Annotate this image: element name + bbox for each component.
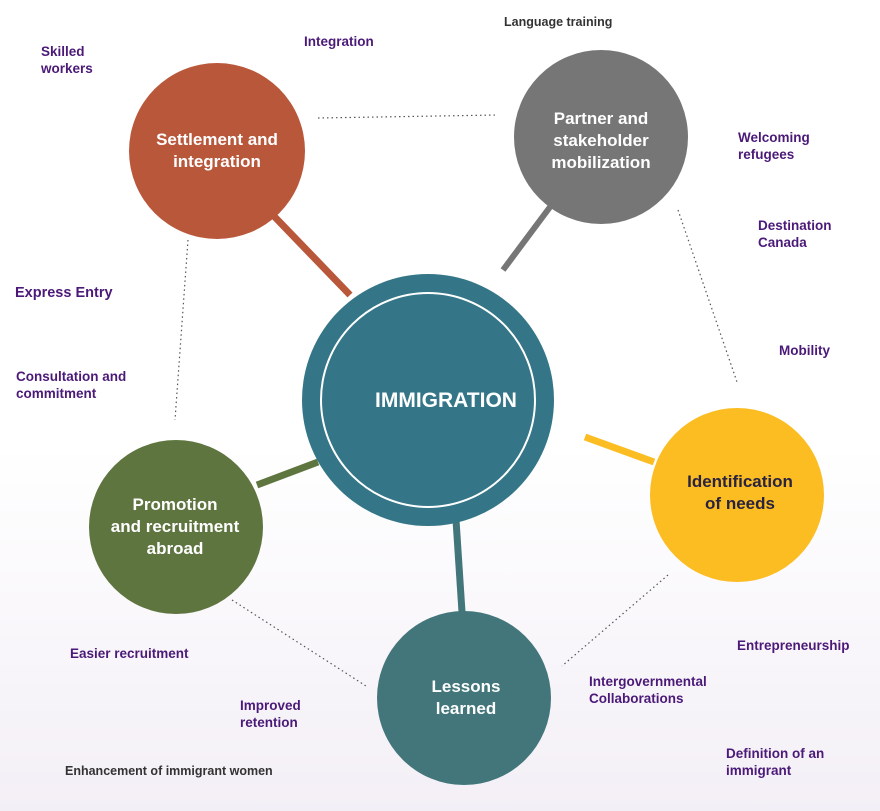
node-promotion-circle[interactable] [89,440,263,614]
label-mobility: Mobility [779,343,830,358]
connector-promotion [255,458,320,489]
label-welcoming-refugees: Welcoming refugees [738,130,810,162]
node-promotion-label: Promotion and recruitment abroad [110,495,240,558]
label-consultation: Consultation and commitment [16,369,127,401]
node-lessons-label: Lessons learned [431,677,501,718]
label-integration: Integration [304,34,374,49]
node-settlement-circle[interactable] [129,63,305,239]
node-identification-circle[interactable] [650,408,824,582]
center-inner-ring [320,292,536,508]
connector-identification [583,433,656,466]
label-definition-immigrant: Definition of an immigrant [726,746,825,778]
label-skilled-workers: Skilled workers [41,44,93,76]
center-label: IMMIGRATION [375,389,517,412]
node-partner-label: Partner and stakeholder mobilization [551,109,651,172]
label-enhancement-women: Enhancement of immigrant women [65,764,273,778]
node-partner-circle[interactable] [514,50,688,224]
center-circle [302,274,554,526]
dotted-links [174,114,738,687]
connector-partner [500,205,553,272]
node-identification-label: Identification of needs [687,472,793,513]
node-lessons-circle[interactable] [377,611,551,785]
label-easier-recruitment: Easier recruitment [70,646,189,661]
label-destination-canada: Destination Canada [758,218,832,250]
label-entrepreneurship: Entrepreneurship [737,638,850,653]
node-settlement-label: Settlement and integration [156,130,278,171]
label-intergovernmental: Intergovernmental Collaborations [589,674,707,706]
label-express-entry: Express Entry [15,285,113,301]
label-language-training: Language training [504,15,613,29]
connector-lessons [452,519,466,613]
connector-settlement [267,209,353,298]
label-improved-retention: Improved retention [240,698,301,730]
